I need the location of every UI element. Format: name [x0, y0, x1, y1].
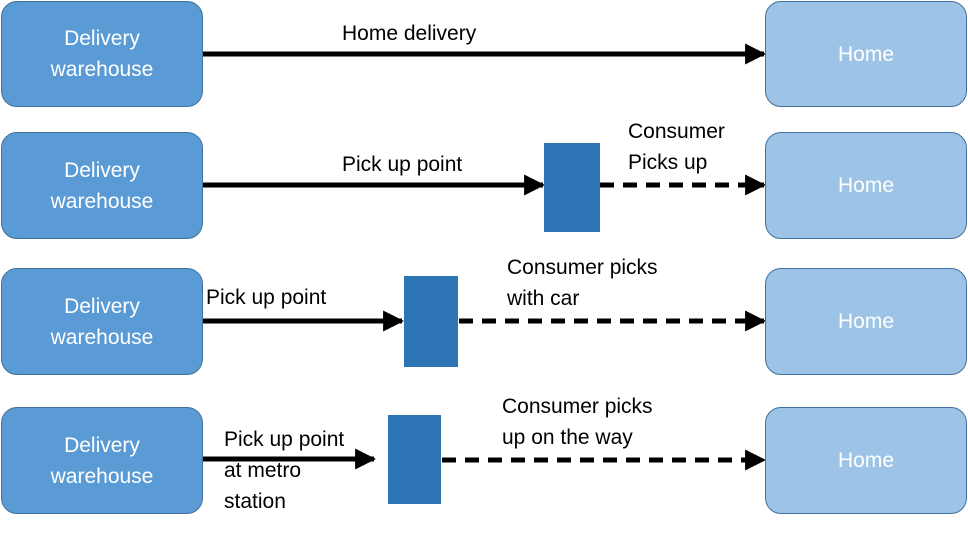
consumer-label-row3-line1: Consumer picks [507, 256, 658, 279]
consumer-label-row2-line2: Picks up [628, 151, 708, 174]
home-box-row4: Home [765, 407, 967, 514]
pickup-point-label-row2: Pick up point [342, 153, 463, 176]
consumer-label-row4-line2: up on the way [502, 426, 633, 449]
home-box-row2: Home [765, 132, 967, 239]
pickup-point-marker-row2 [544, 143, 600, 232]
consumer-label-row4-line1: Consumer picks [502, 395, 653, 418]
pickup-point-label-row3: Pick up point [206, 286, 327, 309]
pickup-point-label-row4-line2: at metro [224, 459, 302, 482]
home-box-row1: Home [765, 1, 967, 107]
consumer-label-row2-line1: Consumer [628, 120, 725, 143]
home-delivery-label: Home delivery [342, 22, 477, 45]
pickup-point-marker-row3 [404, 276, 458, 367]
consumer-label-row3-line2: with car [507, 287, 580, 310]
home-box-row3: Home [765, 268, 967, 375]
pickup-point-label-row4-line3: station [224, 490, 286, 513]
pickup-point-marker-row4 [388, 415, 441, 504]
pickup-point-label-row4-line1: Pick up point [224, 428, 345, 451]
